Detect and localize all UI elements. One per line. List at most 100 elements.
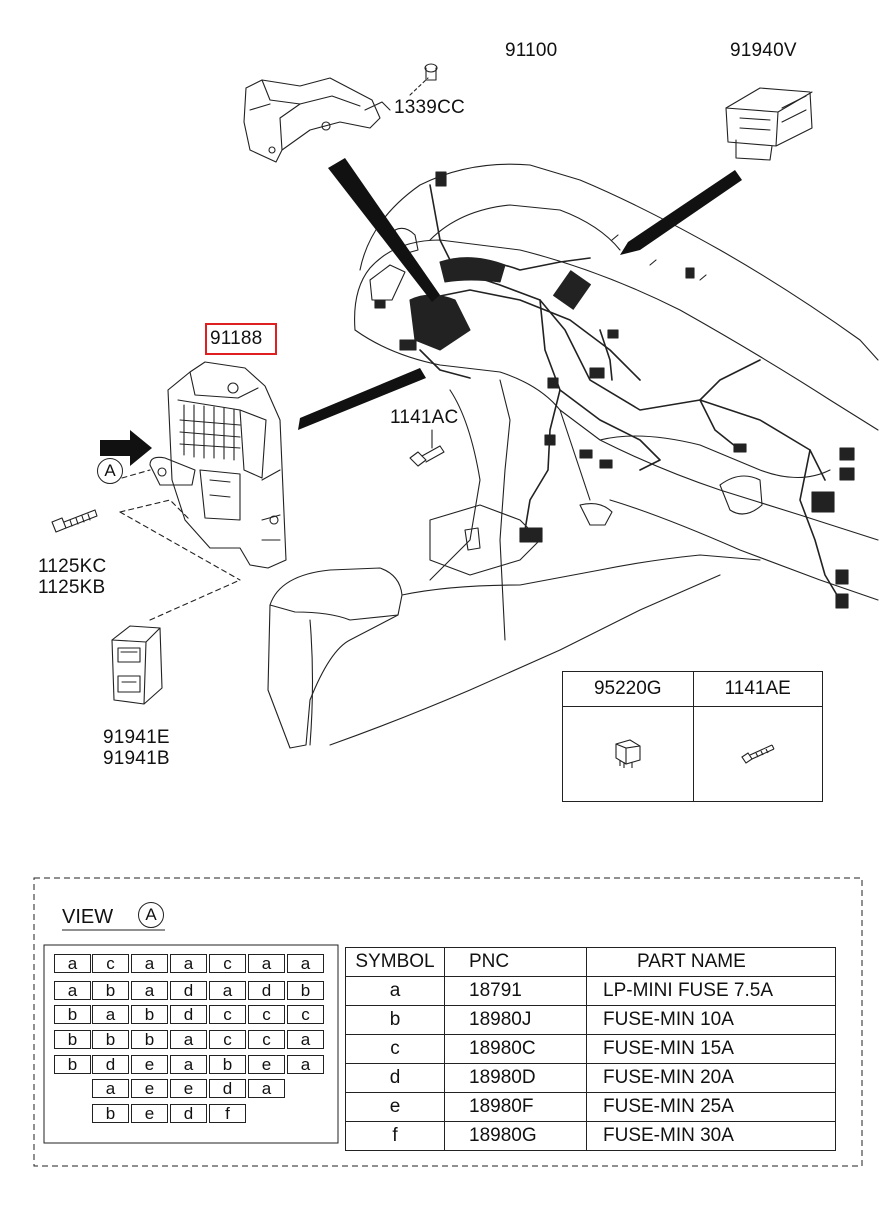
label-91941e: 91941E [103, 727, 170, 748]
fuse-slot: d [92, 1055, 129, 1074]
pnc-cell: 18791 [444, 976, 587, 1006]
label-91100: 91100 [505, 40, 558, 61]
label-91941b: 91941B [103, 748, 170, 769]
label-1125kb: 1125KB [38, 577, 106, 598]
symbol-cell: a [345, 976, 445, 1006]
guide-lines [119, 469, 241, 621]
view-arrow [100, 430, 152, 466]
fuse-slot: f [209, 1104, 246, 1123]
fuse-slot: e [170, 1079, 207, 1098]
fuse-slot: b [92, 1030, 129, 1049]
header-part-name: PART NAME [586, 947, 836, 977]
view-title: VIEW [62, 906, 114, 928]
fuse-slot: c [209, 1005, 246, 1024]
part-name-cell: FUSE-MIN 30A [586, 1121, 836, 1151]
fuse-slot: d [170, 981, 207, 1000]
wiring-diagram [51, 63, 879, 749]
module-91940v [725, 87, 813, 161]
pnc-cell: 18980G [444, 1121, 587, 1151]
fuse-slot: d [209, 1079, 246, 1098]
header-pnc: PNC [444, 947, 587, 977]
fuse-slot: b [287, 981, 324, 1000]
symbol-cell: c [345, 1034, 445, 1064]
pnc-cell: 18980C [444, 1034, 587, 1064]
callout-a-circle: A [97, 458, 123, 484]
symbol-cell: f [345, 1121, 445, 1151]
label-91940v: 91940V [730, 40, 797, 61]
fuse-slot: a [170, 1030, 207, 1049]
fuse-slot: a [54, 954, 91, 973]
center-console [267, 503, 761, 749]
accessory-1141ae-label: 1141AE [692, 671, 823, 707]
pnc-cell: 18980F [444, 1092, 587, 1122]
relay-icon [615, 739, 641, 768]
fuse-slot: b [209, 1055, 246, 1074]
pnc-cell: 18980D [444, 1063, 587, 1093]
part-name-cell: FUSE-MIN 10A [586, 1005, 836, 1035]
dashboard-outline [354, 163, 879, 641]
relay-95220g-cell [562, 706, 694, 802]
fuse-slot: a [92, 1079, 129, 1098]
fuse-slot: a [287, 954, 324, 973]
bolt-1125kc [51, 509, 98, 533]
fuse-slot: b [92, 981, 129, 1000]
junction-box-91188 [149, 361, 287, 569]
highlight-91188 [205, 323, 277, 355]
symbol-cell: d [345, 1063, 445, 1093]
part-name-cell: FUSE-MIN 20A [586, 1063, 836, 1093]
pnc-cell: 18980J [444, 1005, 587, 1035]
part-name-cell: LP-MINI FUSE 7.5A [586, 976, 836, 1006]
fuse-slot: a [131, 981, 168, 1000]
fuse-slot: b [54, 1055, 91, 1074]
fuse-slot: c [248, 1030, 285, 1049]
fuse-slot: e [248, 1055, 285, 1074]
fuse-slot: e [131, 1079, 168, 1098]
fuse-slot: c [287, 1005, 324, 1024]
fuse-slot: b [131, 1005, 168, 1024]
fuse-slot: a [248, 954, 285, 973]
view-circle-a: A [138, 902, 164, 928]
fuse-slot: a [287, 1055, 324, 1074]
fuse-slot: c [92, 954, 129, 973]
fuse-slot: d [170, 1104, 207, 1123]
label-1141ac: 1141AC [390, 407, 459, 428]
fuse-slot: b [54, 1030, 91, 1049]
accessory-95220g-label: 95220G [562, 671, 694, 707]
bolt-1141ae-cell [692, 706, 823, 802]
fuse-slot: a [170, 954, 207, 973]
bracket-1339cc [243, 77, 391, 163]
fuse-slot: e [131, 1104, 168, 1123]
bolt-1141ac [409, 429, 445, 467]
fuse-slot: e [131, 1055, 168, 1074]
switch-91941e [111, 625, 163, 705]
part-name-cell: FUSE-MIN 15A [586, 1034, 836, 1064]
symbol-cell: e [345, 1092, 445, 1122]
fuse-slot: a [54, 981, 91, 1000]
label-1125kc: 1125KC [38, 556, 107, 577]
fuse-slot: c [209, 954, 246, 973]
symbol-cell: b [345, 1005, 445, 1035]
fuse-slot: a [287, 1030, 324, 1049]
part-name-cell: FUSE-MIN 25A [586, 1092, 836, 1122]
pointer-bands [298, 158, 742, 430]
fuse-slot: d [170, 1005, 207, 1024]
fuse-slot: a [92, 1005, 129, 1024]
fuse-slot: b [92, 1104, 129, 1123]
fuse-slot: a [209, 981, 246, 1000]
connectors [374, 171, 855, 609]
fuse-slot: c [209, 1030, 246, 1049]
accessory-table: 95220G 1141AE [562, 671, 823, 802]
fuse-slot: b [54, 1005, 91, 1024]
fuse-slot: a [131, 954, 168, 973]
fuse-slot: d [248, 981, 285, 1000]
bolt-1339cc [409, 63, 438, 96]
fuse-slot: b [131, 1030, 168, 1049]
label-1339cc: 1339CC [394, 97, 465, 118]
label-91188: 91188 [210, 328, 263, 349]
